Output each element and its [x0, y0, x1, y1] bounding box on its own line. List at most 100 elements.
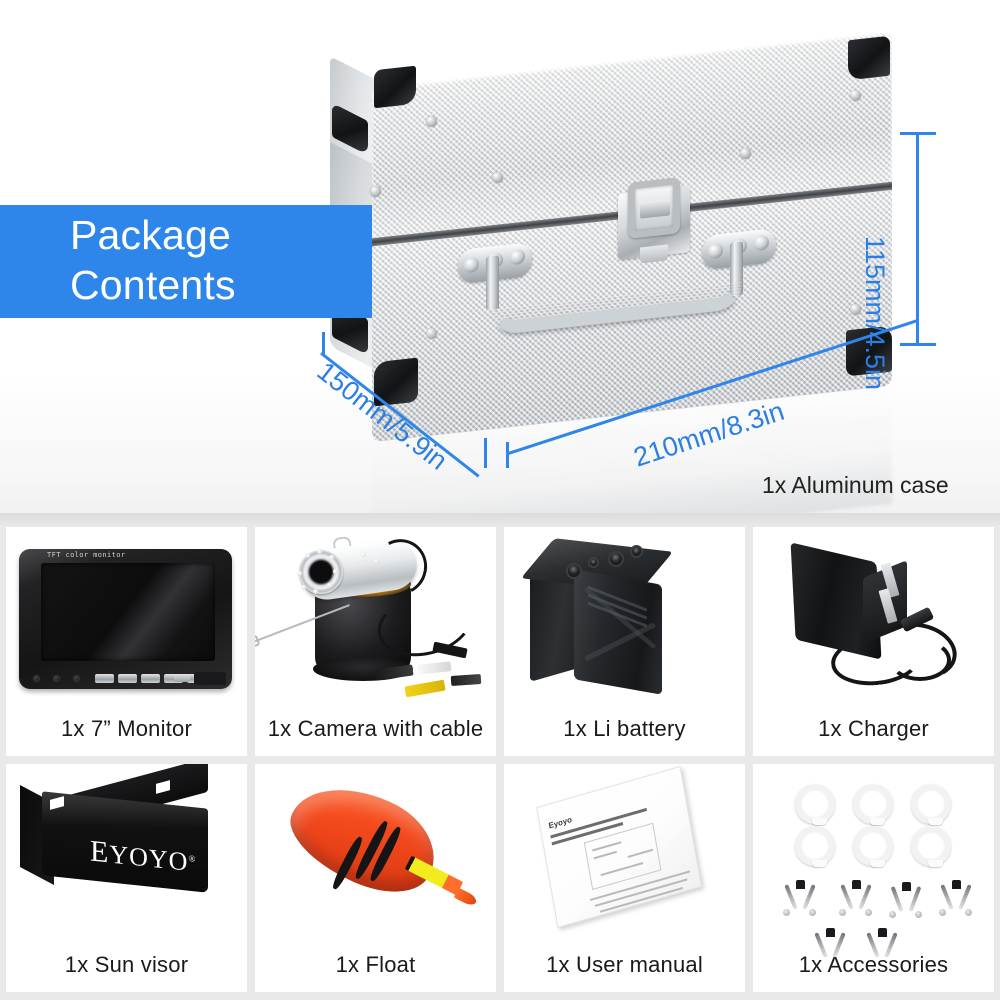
- item-label-battery: 1x Li battery: [563, 715, 686, 741]
- dimension-tick-width-right: [916, 318, 919, 346]
- clip-foot: [865, 908, 872, 916]
- manual-figure-line: [593, 850, 617, 859]
- monitor-screen: [41, 563, 215, 661]
- accessory-ring: [795, 825, 835, 867]
- float-body: [277, 764, 451, 911]
- accessory-ring: [853, 825, 893, 867]
- handle-mount-dot: [464, 256, 479, 274]
- handle-mount-dot: [754, 234, 769, 252]
- section-divider: [0, 513, 1000, 527]
- battery-image: [504, 527, 745, 716]
- accessory-ring: [911, 783, 951, 825]
- manual-brand-logo: Eyoyo: [547, 814, 573, 831]
- charger-image: [753, 527, 994, 716]
- monitor-button[interactable]: [118, 674, 137, 683]
- monitor-indicator: [33, 675, 40, 682]
- accessory-clip: [939, 879, 973, 916]
- accessories-image: [753, 764, 994, 958]
- monitor-indicator: [53, 675, 60, 682]
- camera-ir-led: [317, 549, 322, 554]
- item-card-float[interactable]: 1x Float: [255, 763, 496, 992]
- visor-logo-initial: E: [90, 833, 110, 869]
- clip-foot: [783, 908, 790, 916]
- handle-mount-dot: [510, 248, 525, 266]
- banner-line-2: Contents: [70, 262, 236, 308]
- dimension-tick-depth-bottom: [484, 438, 487, 468]
- camera-image: [255, 527, 496, 716]
- dimension-line-height: [916, 132, 919, 346]
- accessory-clip: [783, 879, 817, 916]
- item-label-camera: 1x Camera with cable: [267, 715, 484, 741]
- cable-connector-yellow: [404, 679, 446, 698]
- hero-section: 115mm/4.5in 150mm/5.9in 210mm/8.3in Pack…: [0, 0, 1000, 513]
- manual-figure-line: [627, 848, 653, 858]
- accessory-clip: [839, 879, 873, 916]
- battery-front-face: [574, 569, 662, 695]
- dimension-tick-depth-top: [322, 332, 325, 354]
- cable-connector-dc: [450, 673, 482, 687]
- item-label-float: 1x Float: [335, 952, 416, 977]
- package-contents-banner: [0, 205, 372, 318]
- item-card-monitor[interactable]: TFT color monitor 1x 7” Monitor: [6, 527, 247, 756]
- manual-cover: Eyoyo: [536, 765, 702, 928]
- camera-ir-led: [297, 571, 302, 576]
- accessory-ring: [853, 783, 893, 825]
- monitor-brand-text: TFT color monitor: [47, 551, 126, 559]
- camera-ir-led: [329, 555, 334, 560]
- item-card-charger[interactable]: 1x Charger: [753, 527, 994, 756]
- item-label-sun-visor: 1x Sun visor: [64, 952, 189, 977]
- item-card-battery[interactable]: 1x Li battery: [504, 527, 745, 756]
- camera-ir-led: [305, 553, 310, 558]
- camera-ir-led: [333, 569, 338, 574]
- sun-visor-image: EYOYO®: [6, 763, 247, 953]
- dimension-label-height: 115mm/4.5in: [860, 236, 890, 391]
- banner-line-1: Package: [70, 212, 231, 258]
- monitor-vent: [194, 672, 226, 685]
- battery-port: [608, 551, 624, 567]
- item-label-charger: 1x Charger: [818, 715, 929, 741]
- item-card-sun-visor[interactable]: EYOYO® 1x Sun visor: [6, 763, 247, 992]
- monitor-button[interactable]: [164, 674, 183, 683]
- camera-ir-led: [313, 589, 318, 594]
- clip-foot: [809, 908, 816, 916]
- visor-logo-rest: YOYO: [109, 838, 189, 877]
- cable-connector-white: [416, 661, 452, 675]
- monitor-ir-window: [174, 674, 190, 682]
- item-card-user-manual[interactable]: Eyoyo 1x User manual: [504, 763, 745, 992]
- item-card-accessories[interactable]: 1x Accessories: [753, 763, 994, 992]
- case-handle-arm-left: [486, 255, 499, 311]
- case-rivet: [850, 304, 861, 315]
- visor-logo-registered: ®: [188, 852, 197, 864]
- package-contents-banner-text: Package Contents: [70, 210, 370, 316]
- accessory-ring: [795, 783, 835, 825]
- accessory-ring: [911, 825, 951, 867]
- item-label-user-manual: 1x User manual: [546, 952, 703, 977]
- item-card-camera[interactable]: 1x Camera with cable: [255, 527, 496, 756]
- battery-port: [566, 563, 582, 579]
- clip-head: [952, 879, 961, 889]
- accessory-clip: [813, 927, 847, 960]
- cable-splitter: [432, 641, 468, 659]
- handle-mount-dot: [708, 242, 723, 260]
- case-rivet: [850, 90, 861, 101]
- monitor-button[interactable]: [95, 674, 114, 683]
- clip-head: [852, 879, 861, 889]
- dimension-tick-height-top: [900, 132, 936, 135]
- camera-sensor-dot: [360, 551, 367, 558]
- monitor-bezel: TFT color monitor: [19, 549, 232, 689]
- hero-product-caption: 1x Aluminum case: [762, 472, 949, 498]
- case-rivet: [740, 148, 751, 159]
- case-corner-top-left: [374, 65, 416, 109]
- aluminum-case-illustration: [330, 31, 930, 513]
- case-corner-top-right: [848, 35, 890, 81]
- monitor-button[interactable]: [141, 674, 160, 683]
- case-rivet: [426, 116, 437, 127]
- case-rivet: [370, 186, 381, 197]
- clip-head: [796, 879, 805, 889]
- float-tip: [453, 887, 479, 907]
- clip-foot: [939, 908, 946, 916]
- case-rivet: [426, 328, 437, 339]
- camera-rod-eyelet: [255, 634, 261, 651]
- clip-foot: [915, 910, 922, 918]
